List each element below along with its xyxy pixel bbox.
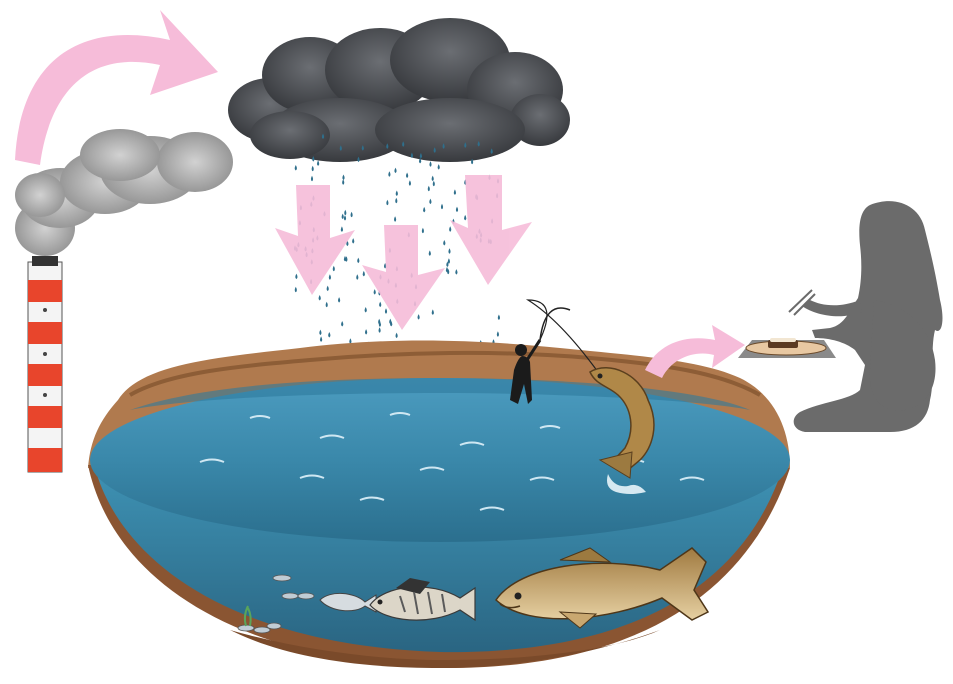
raindrop <box>429 199 431 205</box>
raindrop <box>388 171 390 177</box>
raindrop <box>345 256 347 262</box>
raindrop <box>406 173 408 179</box>
raindrop <box>352 238 354 244</box>
raindrop <box>295 165 297 171</box>
raindrop <box>319 330 321 336</box>
raindrop <box>357 258 359 264</box>
raindrop <box>456 207 458 213</box>
raindrop <box>438 164 440 170</box>
raindrop <box>443 240 445 246</box>
smoke-plume <box>15 129 233 256</box>
raindrop <box>338 297 340 303</box>
plate-icon <box>738 338 836 358</box>
pregnant-woman-eating-icon <box>789 201 942 432</box>
raindrop <box>395 198 397 204</box>
raindrop <box>311 176 313 182</box>
raindrop <box>433 181 435 187</box>
raindrop <box>344 210 346 216</box>
raindrop <box>379 327 381 333</box>
raindrop <box>454 189 456 195</box>
raindrop <box>396 333 398 339</box>
raindrop <box>394 216 396 222</box>
rain-cloud-icon <box>228 18 570 162</box>
raindrop <box>432 309 434 315</box>
raindrop <box>342 175 344 181</box>
raindrop <box>498 315 500 321</box>
raindrop <box>349 338 351 344</box>
raindrop <box>342 179 344 185</box>
raindrop <box>386 200 388 206</box>
raindrop <box>342 214 344 220</box>
raindrop <box>328 332 330 338</box>
raindrop <box>312 166 314 172</box>
raindrop <box>449 226 451 232</box>
raindrop <box>448 258 450 264</box>
raindrop <box>418 314 420 320</box>
raindrop <box>374 289 376 295</box>
raindrop <box>448 248 450 254</box>
raindrop <box>341 226 343 232</box>
raindrop <box>394 168 396 174</box>
raindrop <box>409 180 411 186</box>
raindrop <box>385 308 387 314</box>
raindrop <box>432 176 434 182</box>
raindrop <box>341 321 343 327</box>
raindrop <box>317 160 319 166</box>
raindrop <box>326 302 328 308</box>
raindrop <box>327 286 329 292</box>
raindrop <box>455 269 457 275</box>
raindrop <box>497 331 499 337</box>
raindrop <box>365 307 367 313</box>
raindrop <box>429 161 431 167</box>
raindrop <box>389 319 391 325</box>
raindrop <box>423 207 425 213</box>
raindrop <box>356 274 358 280</box>
raindrop <box>295 274 297 280</box>
raindrop <box>422 228 424 234</box>
raindrop <box>351 212 353 218</box>
raindrop <box>363 271 365 277</box>
raindrop <box>446 267 448 273</box>
smokestack-icon <box>28 256 62 472</box>
raindrop <box>396 191 398 197</box>
raindrop <box>379 302 381 308</box>
raindrop <box>319 295 321 301</box>
raindrop <box>333 266 335 272</box>
raindrop <box>428 186 430 192</box>
raindrop <box>365 329 367 335</box>
raindrop <box>295 287 297 293</box>
raindrop <box>329 274 331 280</box>
raindrop <box>464 215 466 221</box>
raindrop <box>320 336 322 342</box>
deposition-arrows <box>275 175 532 330</box>
lake-icon <box>88 341 790 669</box>
raindrop <box>441 204 443 210</box>
raindrop <box>344 215 346 221</box>
raindrop <box>429 250 431 256</box>
